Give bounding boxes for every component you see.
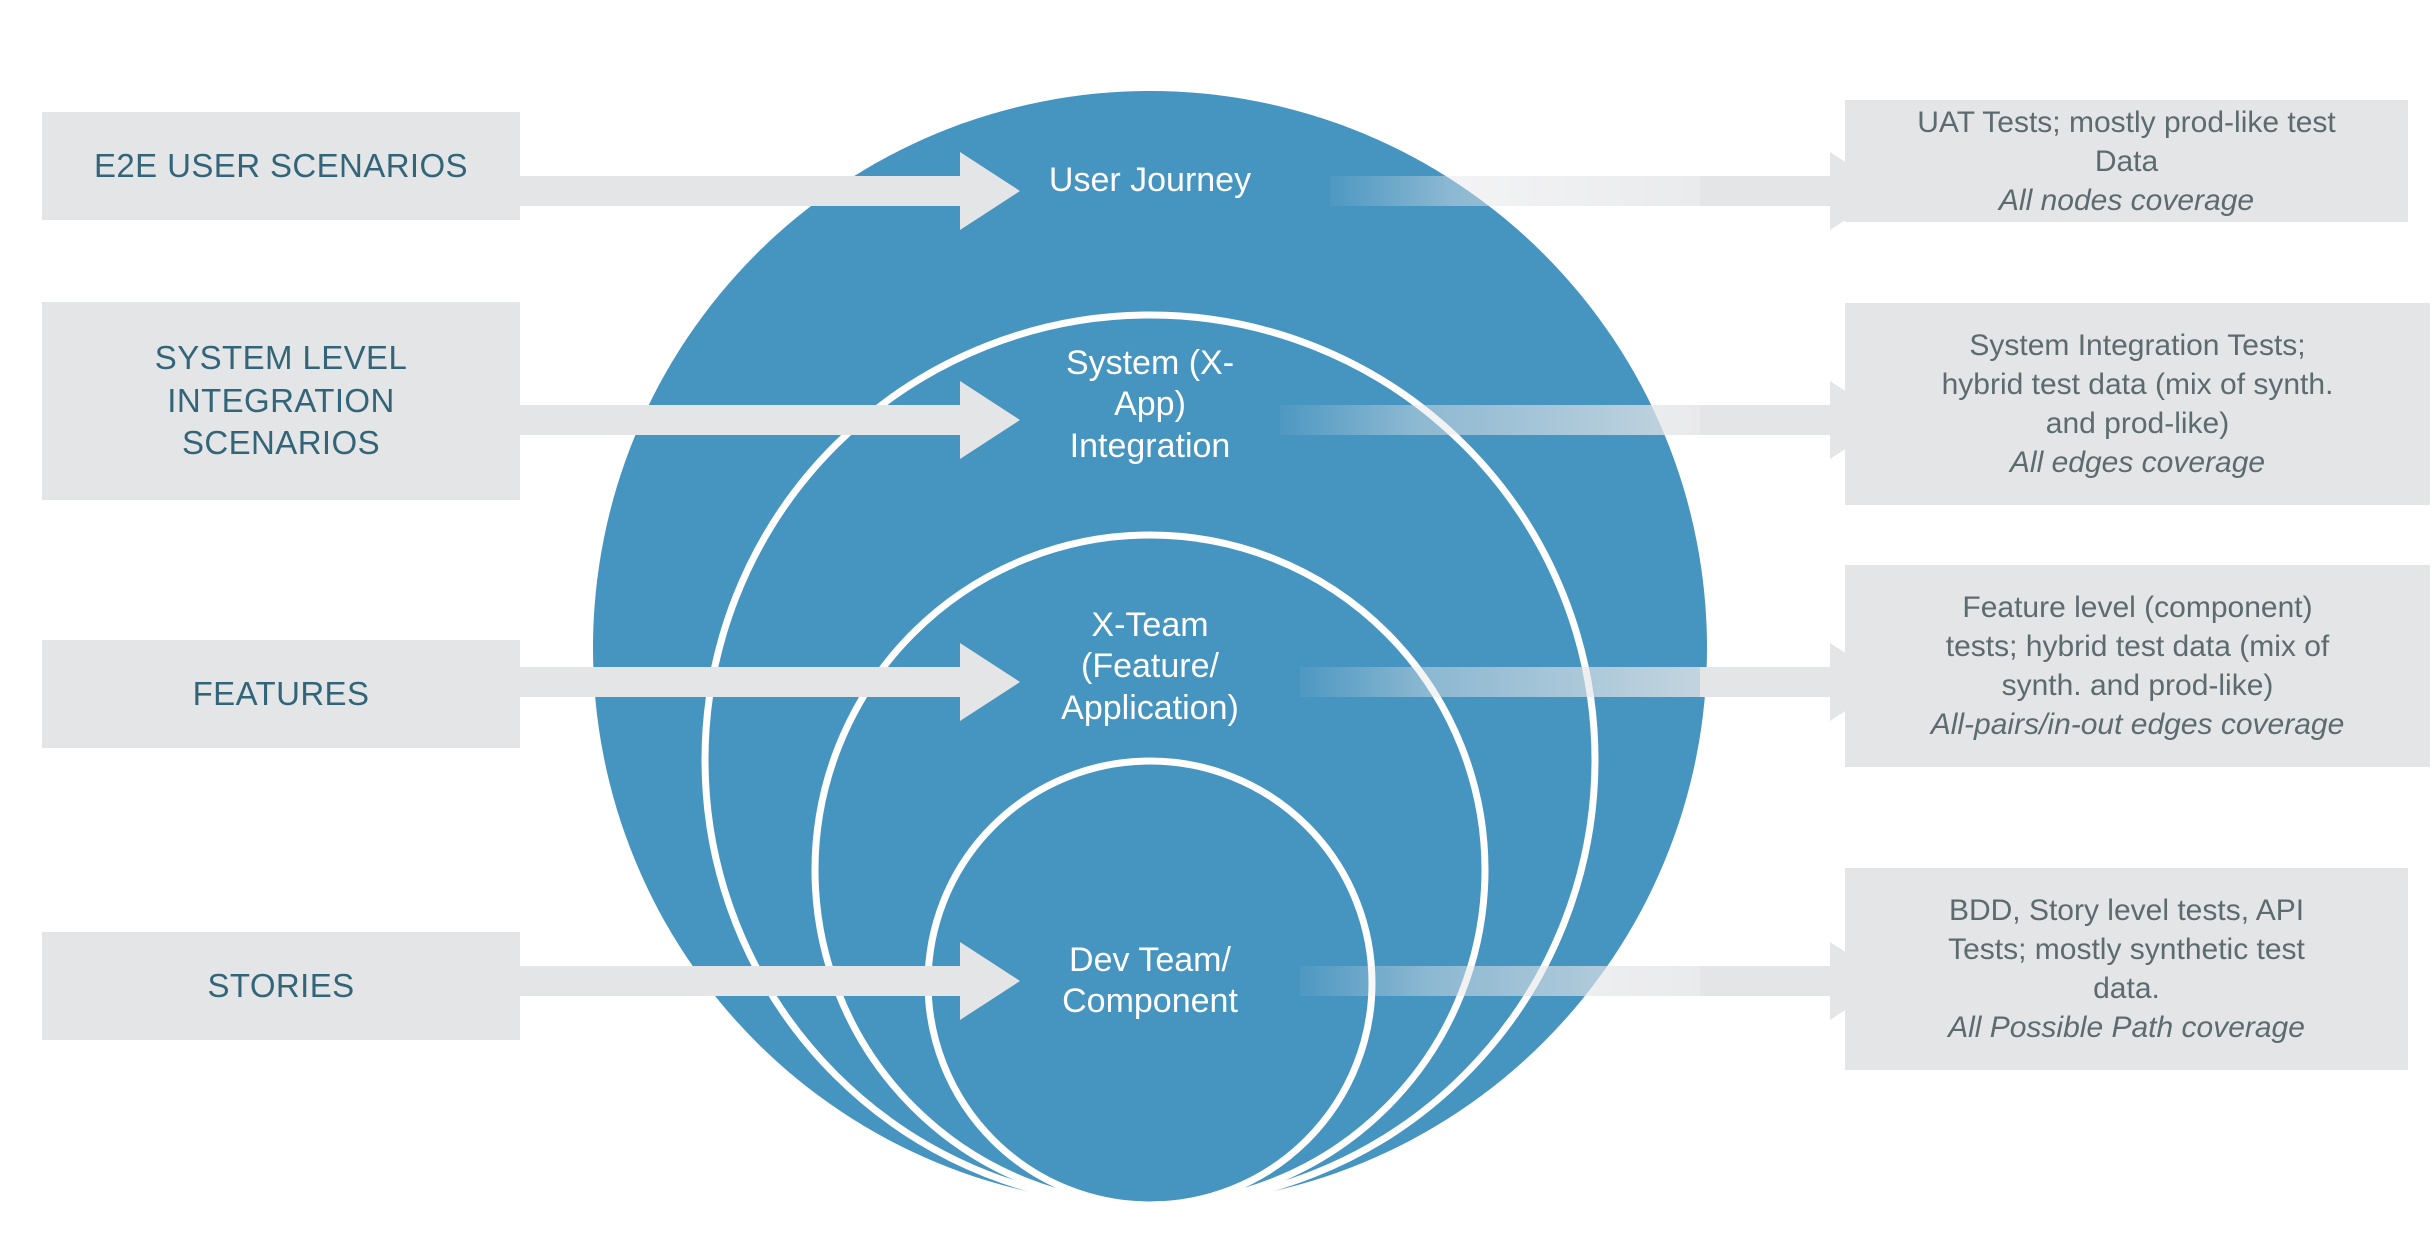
circle-label-x-team: X-Team (Feature/ Application) xyxy=(1061,606,1239,727)
right-label-bdd-story-tests[interactable]: BDD, Story level tests, API Tests; mostl… xyxy=(1845,868,2408,1070)
left-label-features[interactable]: FEATURES xyxy=(42,640,520,748)
circle-user-journey xyxy=(593,91,1707,1205)
right-label-uat-main: UAT Tests; mostly prod-like test Data xyxy=(1917,105,2336,178)
right-label-uat[interactable]: UAT Tests; mostly prod-like test Data Al… xyxy=(1845,100,2408,222)
left-label-e2e[interactable]: E2E USER SCENARIOS xyxy=(42,112,520,220)
right-label-feature-coverage: All-pairs/in-out edges coverage xyxy=(1930,708,2345,741)
right-label-feature-level-tests[interactable]: Feature level (component) tests; hybrid … xyxy=(1845,565,2430,767)
circle-label-dev-team: Dev Team/ Component xyxy=(1062,941,1238,1021)
left-label-system-level[interactable]: SYSTEM LEVEL INTEGRATION SCENARIOS xyxy=(42,302,520,500)
left-label-stories[interactable]: STORIES xyxy=(42,932,520,1040)
circle-label-user-journey: User Journey xyxy=(1048,161,1252,199)
right-label-system-coverage: All edges coverage xyxy=(2009,446,2266,479)
right-label-story-main: BDD, Story level tests, API Tests; mostl… xyxy=(1948,894,2305,1005)
right-label-system-main: System Integration Tests; hybrid test da… xyxy=(1941,329,2334,440)
circle-label-system-integration: System (X- App) Integration xyxy=(1065,344,1235,465)
right-label-story-coverage: All Possible Path coverage xyxy=(1948,1011,2305,1044)
right-label-feature-main: Feature level (component) tests; hybrid … xyxy=(1945,591,2330,702)
right-label-uat-coverage: All nodes coverage xyxy=(1998,183,2255,217)
right-label-system-integration-tests[interactable]: System Integration Tests; hybrid test da… xyxy=(1845,303,2430,505)
